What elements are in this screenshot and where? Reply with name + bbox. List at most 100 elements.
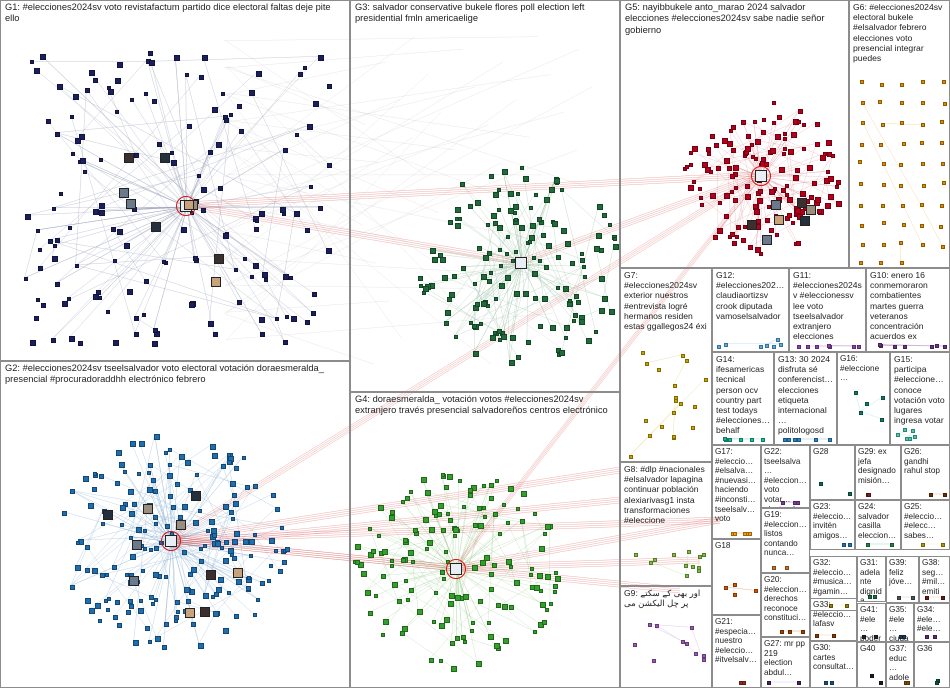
vertex-g5[interactable] [729, 174, 735, 180]
vertex-g2[interactable] [91, 486, 97, 492]
vertex-g5[interactable] [754, 247, 761, 254]
vertex-g4[interactable] [446, 512, 451, 517]
vertex-g5[interactable] [716, 228, 723, 235]
vertex-g3[interactable] [525, 339, 531, 345]
vertex-g5[interactable] [702, 162, 708, 169]
vertex-g5[interactable] [707, 152, 712, 157]
vertex-g3[interactable] [554, 177, 561, 184]
profile-avatar-icon[interactable] [797, 197, 808, 208]
vertex-g3[interactable] [543, 197, 550, 204]
vertex-g3[interactable] [585, 338, 592, 345]
vertex-g2[interactable] [178, 453, 185, 460]
vertex-g5[interactable] [733, 185, 738, 190]
vertex-g12[interactable] [778, 342, 783, 347]
vertex-g4[interactable] [509, 564, 514, 569]
vertex-g1[interactable] [148, 60, 155, 67]
vertex-g1[interactable] [34, 316, 40, 322]
vertex-g1[interactable] [233, 268, 238, 273]
vertex-g3[interactable] [532, 296, 538, 302]
vertex-g1[interactable] [126, 288, 133, 295]
vertex-g5[interactable] [760, 156, 766, 162]
vertex-g4[interactable] [534, 584, 541, 591]
vertex-g5[interactable] [827, 152, 833, 158]
vertex-g5[interactable] [745, 184, 751, 190]
vertex-g9[interactable] [701, 654, 706, 659]
vertex-g13[interactable] [787, 438, 791, 442]
vertex-g1[interactable] [305, 320, 311, 326]
vertex-g5[interactable] [709, 192, 716, 199]
vertex-g3[interactable] [444, 309, 451, 316]
vertex-g3[interactable] [573, 293, 579, 299]
vertex-g3[interactable] [515, 191, 520, 196]
vertex-g4[interactable] [538, 546, 545, 553]
vertex-g1[interactable] [260, 332, 266, 338]
vertex-g4[interactable] [475, 660, 482, 667]
vertex-g2[interactable] [107, 597, 112, 602]
vertex-g1[interactable] [55, 282, 61, 288]
vertex-g6[interactable] [941, 244, 946, 249]
vertex-g8[interactable] [698, 554, 703, 559]
vertex-g3[interactable] [537, 217, 543, 223]
vertex-g3[interactable] [492, 330, 497, 335]
vertex-g1[interactable] [221, 92, 226, 97]
vertex-g2[interactable] [194, 472, 199, 477]
vertex-g9[interactable] [633, 643, 638, 648]
vertex-g11[interactable] [827, 344, 832, 349]
vertex-g2[interactable] [190, 567, 197, 574]
vertex-g1[interactable] [184, 73, 189, 78]
vertex-g7[interactable] [673, 395, 678, 400]
vertex-g4[interactable] [400, 557, 406, 563]
vertex-g1[interactable] [283, 273, 290, 280]
vertex-g2[interactable] [95, 603, 102, 610]
vertex-g1[interactable] [133, 331, 139, 337]
vertex-g3[interactable] [501, 169, 508, 176]
vertex-g2[interactable] [246, 575, 251, 580]
vertex-g2[interactable] [213, 611, 220, 618]
vertex-g12[interactable] [717, 345, 722, 349]
vertex-g4[interactable] [488, 496, 494, 502]
vertex-g6[interactable] [860, 142, 864, 147]
vertex-g11[interactable] [805, 345, 810, 349]
vertex-g2[interactable] [118, 462, 125, 469]
vertex-g5[interactable] [709, 133, 715, 139]
cluster-g37[interactable]: G37: educ… adole… [886, 642, 914, 688]
vertex-g1[interactable] [187, 123, 193, 129]
vertex-g5[interactable] [780, 187, 786, 193]
vertex-g2[interactable] [203, 593, 210, 600]
vertex-g4[interactable] [434, 591, 439, 596]
vertex-g15[interactable] [911, 428, 916, 433]
cluster-g10[interactable]: G10: enero 16 conmemoraron combatientes … [866, 268, 950, 352]
vertex-g1[interactable] [222, 232, 229, 239]
vertex-g2[interactable] [212, 533, 218, 539]
vertex-g4[interactable] [444, 549, 449, 554]
vertex-g3[interactable] [447, 297, 453, 303]
cluster-g31[interactable]: G31: adelante dignida… [857, 556, 886, 602]
vertex-g5[interactable] [790, 220, 795, 225]
vertex-g5[interactable] [741, 120, 747, 126]
cluster-g21[interactable]: G21: #especia… nuestro #eleccio… #itvels… [712, 615, 761, 688]
vertex-g2[interactable] [163, 575, 168, 580]
vertex-g3[interactable] [540, 232, 546, 238]
vertex-g8[interactable] [684, 574, 689, 579]
vertex-g5[interactable] [753, 203, 759, 209]
vertex-g3[interactable] [512, 204, 519, 211]
vertex-g2[interactable] [113, 614, 119, 620]
vertex-g2[interactable] [226, 591, 231, 596]
vertex-g3[interactable] [546, 243, 553, 250]
vertex-g2[interactable] [231, 493, 237, 499]
cluster-g4[interactable]: G4: doraesmeralda_ votación votos #elecc… [350, 392, 620, 688]
vertex-g3[interactable] [418, 276, 424, 282]
vertex-g2[interactable] [84, 597, 91, 604]
vertex-g4[interactable] [448, 517, 454, 523]
vertex-g1[interactable] [99, 203, 106, 210]
vertex-g5[interactable] [769, 228, 775, 234]
vertex-g4[interactable] [533, 630, 538, 635]
vertex-g2[interactable] [130, 441, 137, 448]
vertex-g5[interactable] [741, 238, 747, 244]
vertex-g5[interactable] [731, 124, 737, 130]
vertex-g1[interactable] [143, 92, 148, 97]
vertex-g4[interactable] [553, 589, 558, 594]
vertex-g1[interactable] [192, 255, 198, 261]
vertex-g5[interactable] [816, 208, 822, 214]
vertex-g5[interactable] [835, 185, 840, 190]
